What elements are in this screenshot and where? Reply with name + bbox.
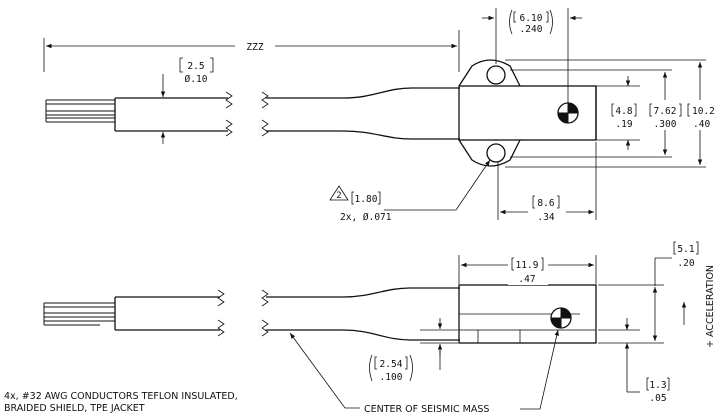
- center-mass-symbol-top: [557, 102, 579, 124]
- body-height-in: .300: [654, 119, 677, 130]
- mount-hole-top: [486, 65, 506, 85]
- side-length-mm: 11.9: [516, 260, 539, 271]
- break-mark-side-1: [217, 289, 225, 337]
- hole-dia-mm: 1.80: [355, 194, 378, 205]
- side-height-mm: 5.1: [677, 244, 694, 255]
- tab-height-in: .40: [693, 119, 710, 130]
- cm-offset-in: .34: [537, 212, 554, 223]
- note-triangle: [329, 185, 349, 201]
- tab-height-mm: 10.2: [692, 106, 715, 117]
- wire-ends-top: [45, 99, 115, 123]
- cable-segment-2: [266, 97, 343, 132]
- center-mass-symbol-side: [550, 307, 572, 329]
- acceleration-label: + ACCELERATION: [705, 265, 716, 348]
- hole-pitch-paren: [509, 9, 553, 35]
- cable-segment-side-2: [266, 296, 343, 331]
- break-mark-2: [261, 91, 269, 137]
- center-mass-leader-line: [520, 329, 559, 410]
- note-triangle-number: 2: [336, 191, 341, 201]
- top-view: ZZZ 2.5 Ø.10: [43, 8, 719, 224]
- cable-offset-mm: 2.54: [380, 359, 403, 370]
- hole-span-mm: 4.8: [615, 106, 632, 117]
- break-mark-side-2: [261, 289, 269, 337]
- cable-segment-side-1: [114, 296, 220, 331]
- cable-offset-paren: [369, 354, 413, 382]
- center-mass-note: CENTER OF SEISMIC MASS: [364, 404, 489, 415]
- hole-pitch-mm: 6.10: [520, 13, 543, 24]
- conductor-note-line-2: BRAIDED SHIELD, TPE JACKET: [4, 403, 145, 414]
- side-height-in: .20: [677, 258, 694, 269]
- body-height-mm: 7.62: [654, 106, 677, 117]
- side-length-in: .47: [518, 274, 535, 285]
- hole-leader-line: [384, 159, 491, 211]
- hole-dia-note: 2x, Ø.071: [340, 212, 392, 223]
- conductor-leader-line: [289, 332, 360, 409]
- overall-length-label: ZZZ: [246, 42, 263, 53]
- hole-span-in: .19: [615, 119, 632, 130]
- side-view: 11.9 .47 5.1 .20 + ACCELERATION 1.3 .05 …: [43, 241, 716, 410]
- conductor-note-line-1: 4x, #32 AWG CONDUCTORS TEFLON INSULATED,: [4, 391, 238, 402]
- strain-relief-top: [342, 87, 460, 140]
- cable-dia-in: Ø.10: [185, 74, 208, 85]
- base-height-mm: 1.3: [649, 380, 666, 391]
- strain-relief-side: [342, 287, 460, 341]
- cable-dia-bracket: [179, 57, 214, 73]
- cable-segment-1: [114, 97, 228, 132]
- break-mark-1: [225, 91, 233, 137]
- base-height-in: .05: [649, 393, 666, 404]
- sensor-base-side: [458, 329, 597, 344]
- cable-offset-in: .100: [380, 372, 403, 383]
- mounting-tab-outline: [458, 59, 521, 167]
- wire-ends-side: [43, 302, 115, 326]
- hole-pitch-in: .240: [520, 24, 543, 35]
- cable-dia-mm: 2.5: [187, 61, 204, 72]
- mount-hole-bottom: [486, 143, 506, 163]
- cm-offset-mm: 8.6: [537, 198, 554, 209]
